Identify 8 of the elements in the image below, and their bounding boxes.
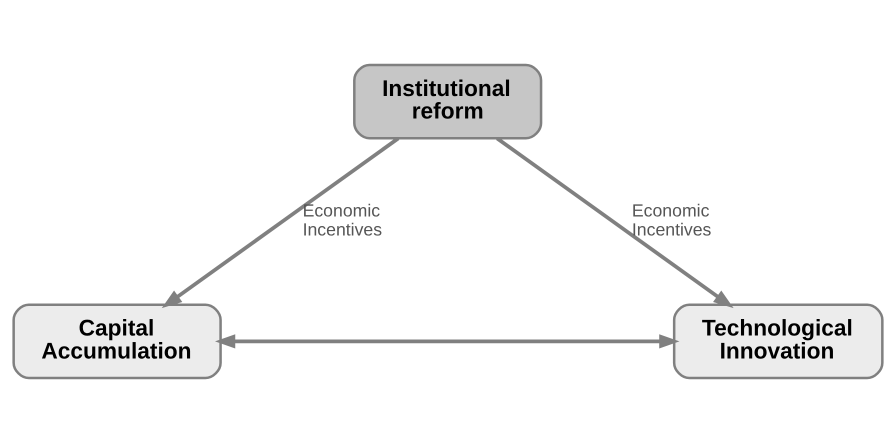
edge-label: Economic Incentives [632, 200, 712, 240]
node-box: Technological Innovation [672, 304, 884, 380]
node-box: Capital Accumulation [12, 304, 222, 380]
arrow [215, 334, 680, 348]
node-box: Institutional reform [353, 64, 542, 140]
arrow [496, 136, 734, 308]
arrow [162, 136, 400, 308]
edge-label: Economic Incentives [302, 200, 382, 240]
